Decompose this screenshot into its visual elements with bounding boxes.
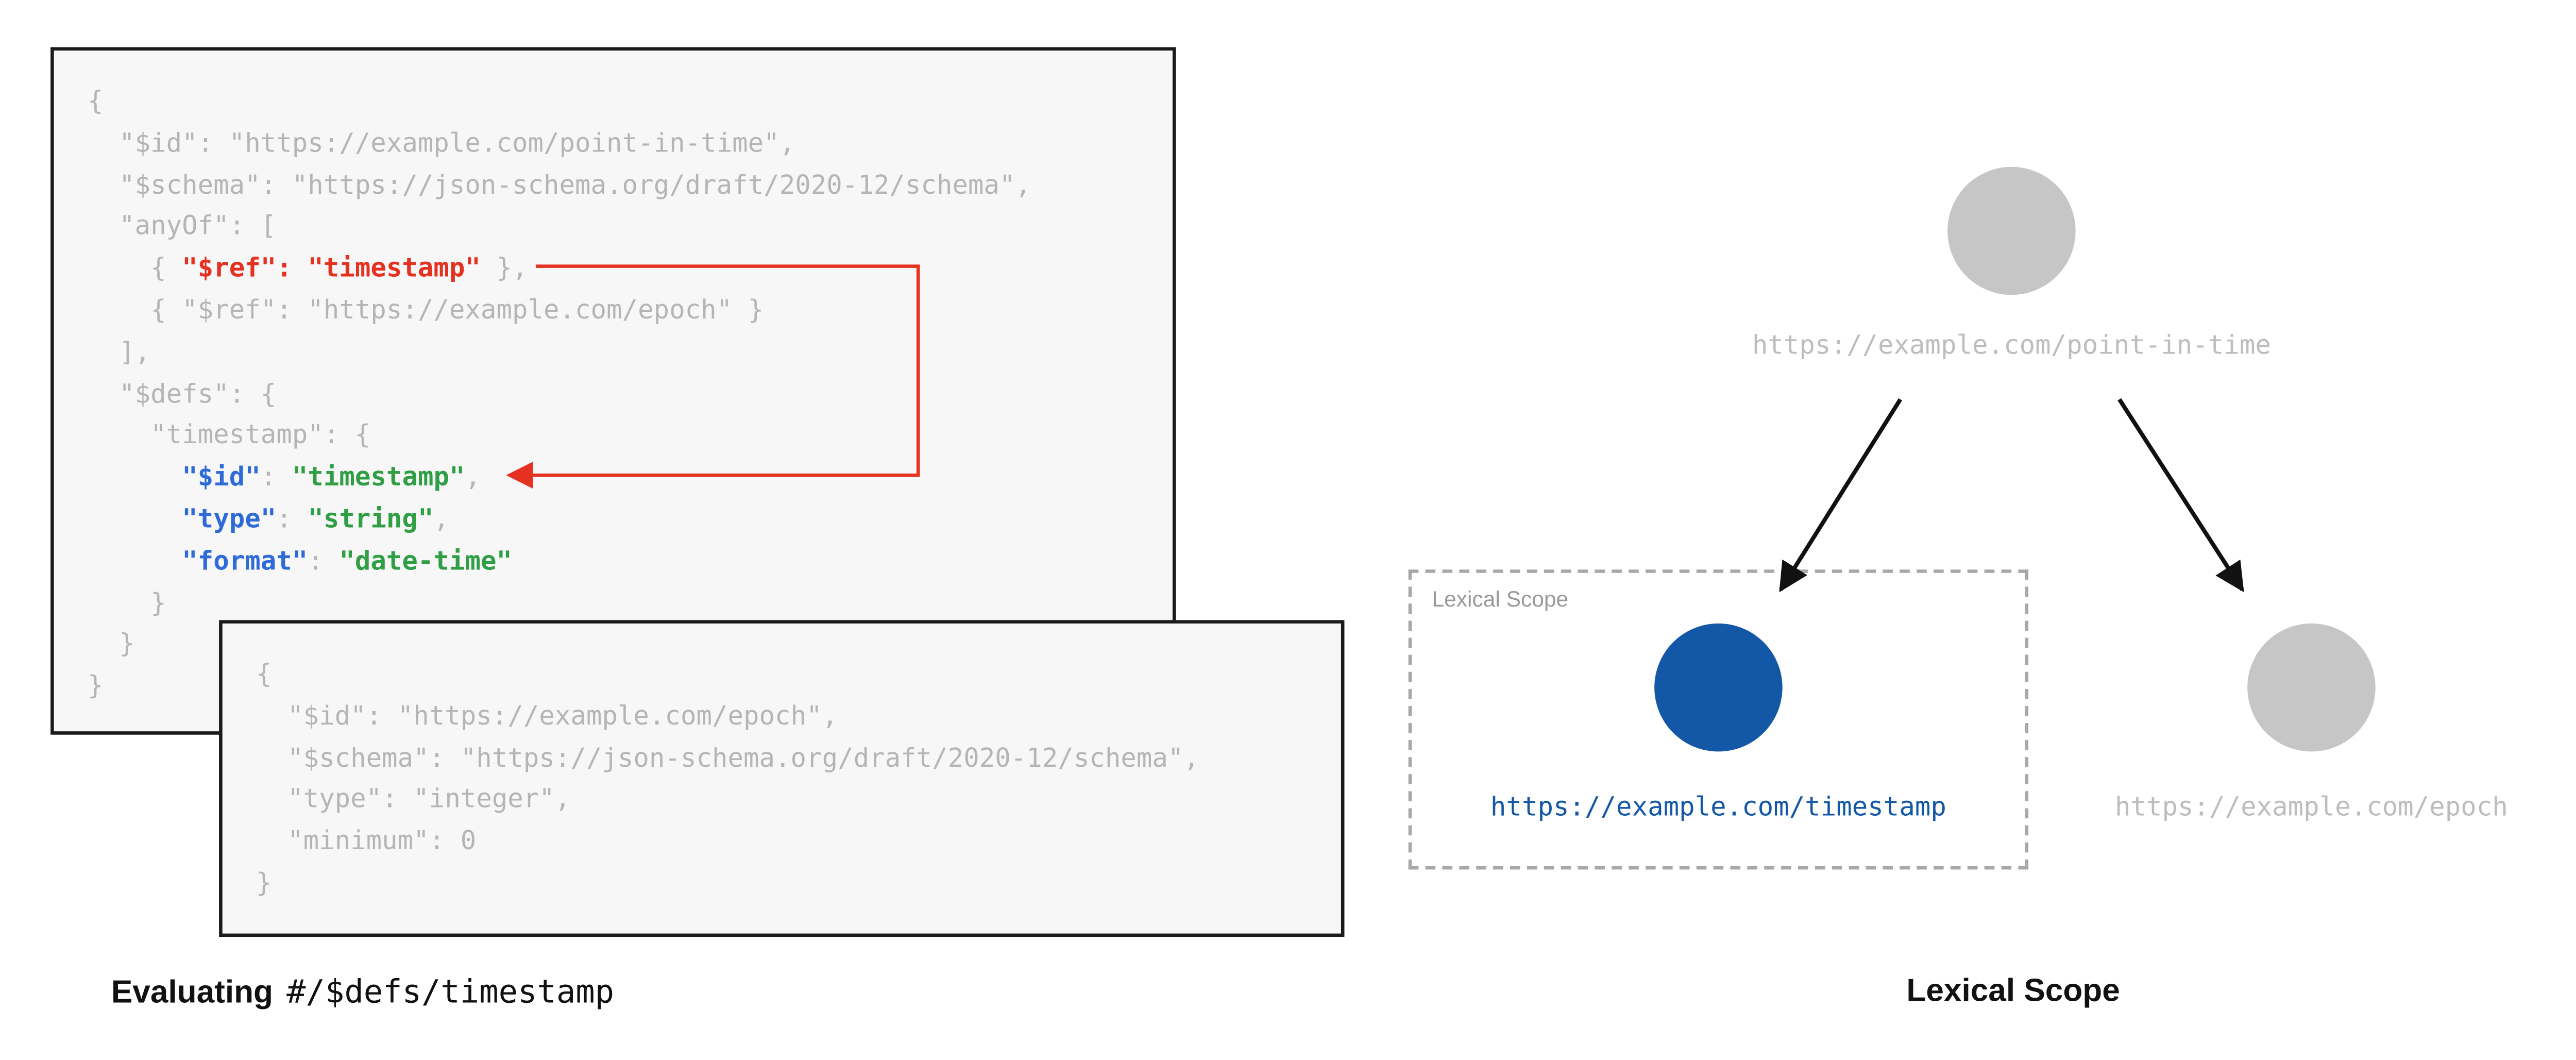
code-line: ], <box>88 336 151 367</box>
code-line: } <box>88 629 135 660</box>
timestamp-node-circle <box>1654 623 1783 752</box>
code-line: "type": "string", <box>182 503 450 534</box>
schema-code-point-in-time: { "$id": "https://example.com/point-in-t… <box>88 81 1139 708</box>
code-line: "type": "integer", <box>256 784 571 815</box>
code-line: "anyOf": [ <box>88 211 277 242</box>
code-line: "format": "date-time" <box>182 545 513 576</box>
schema-panel-epoch: { "$id": "https://example.com/epoch", "$… <box>219 620 1345 937</box>
code-line: "$defs": { <box>88 378 277 409</box>
left-caption-pointer: #/$defs/timestamp <box>286 974 615 1011</box>
right-caption: Lexical Scope <box>1906 974 2120 1009</box>
code-line: { <box>256 659 272 689</box>
left-caption: Evaluating #/$defs/timestamp <box>111 974 614 1013</box>
epoch-node-label: https://example.com/epoch <box>2114 792 2508 822</box>
schema-panel-point-in-time: { "$id": "https://example.com/point-in-t… <box>50 47 1176 735</box>
edge-arrow-to-epoch <box>2117 398 2244 593</box>
timestamp-node-label: https://example.com/timestamp <box>1490 792 1946 822</box>
lexical-scope-box: Lexical Scope <box>1408 569 2029 870</box>
epoch-node-circle <box>2247 623 2376 752</box>
schema-code-epoch: { "$id": "https://example.com/epoch", "$… <box>256 654 1307 905</box>
code-line: "$schema": "https://json-schema.org/draf… <box>256 742 1199 773</box>
code-line: "$id": "https://example.com/point-in-tim… <box>88 127 795 158</box>
root-schema-node-circle <box>1947 166 2076 295</box>
code-line: "$schema": "https://json-schema.org/draf… <box>88 169 1031 200</box>
lexical-scope-box-label: Lexical Scope <box>1432 586 1569 612</box>
edge-arrow-to-timestamp <box>1778 398 1903 593</box>
code-line: } <box>88 670 104 701</box>
code-line: "timestamp": { <box>88 420 371 451</box>
code-line: { "$ref": "timestamp" }, <box>88 253 528 283</box>
code-line: } <box>88 587 166 618</box>
root-schema-node-label: https://example.com/point-in-time <box>1752 330 2271 361</box>
code-line: { "$ref": "https://example.com/epoch" } <box>88 295 764 326</box>
code-line: "$id": "https://example.com/epoch", <box>256 700 838 731</box>
code-line: } <box>256 867 272 898</box>
code-line: { <box>88 86 104 116</box>
code-line: "minimum": 0 <box>256 826 477 856</box>
code-line: "$id": "timestamp", <box>182 462 481 493</box>
left-caption-prefix: Evaluating <box>111 975 273 1011</box>
